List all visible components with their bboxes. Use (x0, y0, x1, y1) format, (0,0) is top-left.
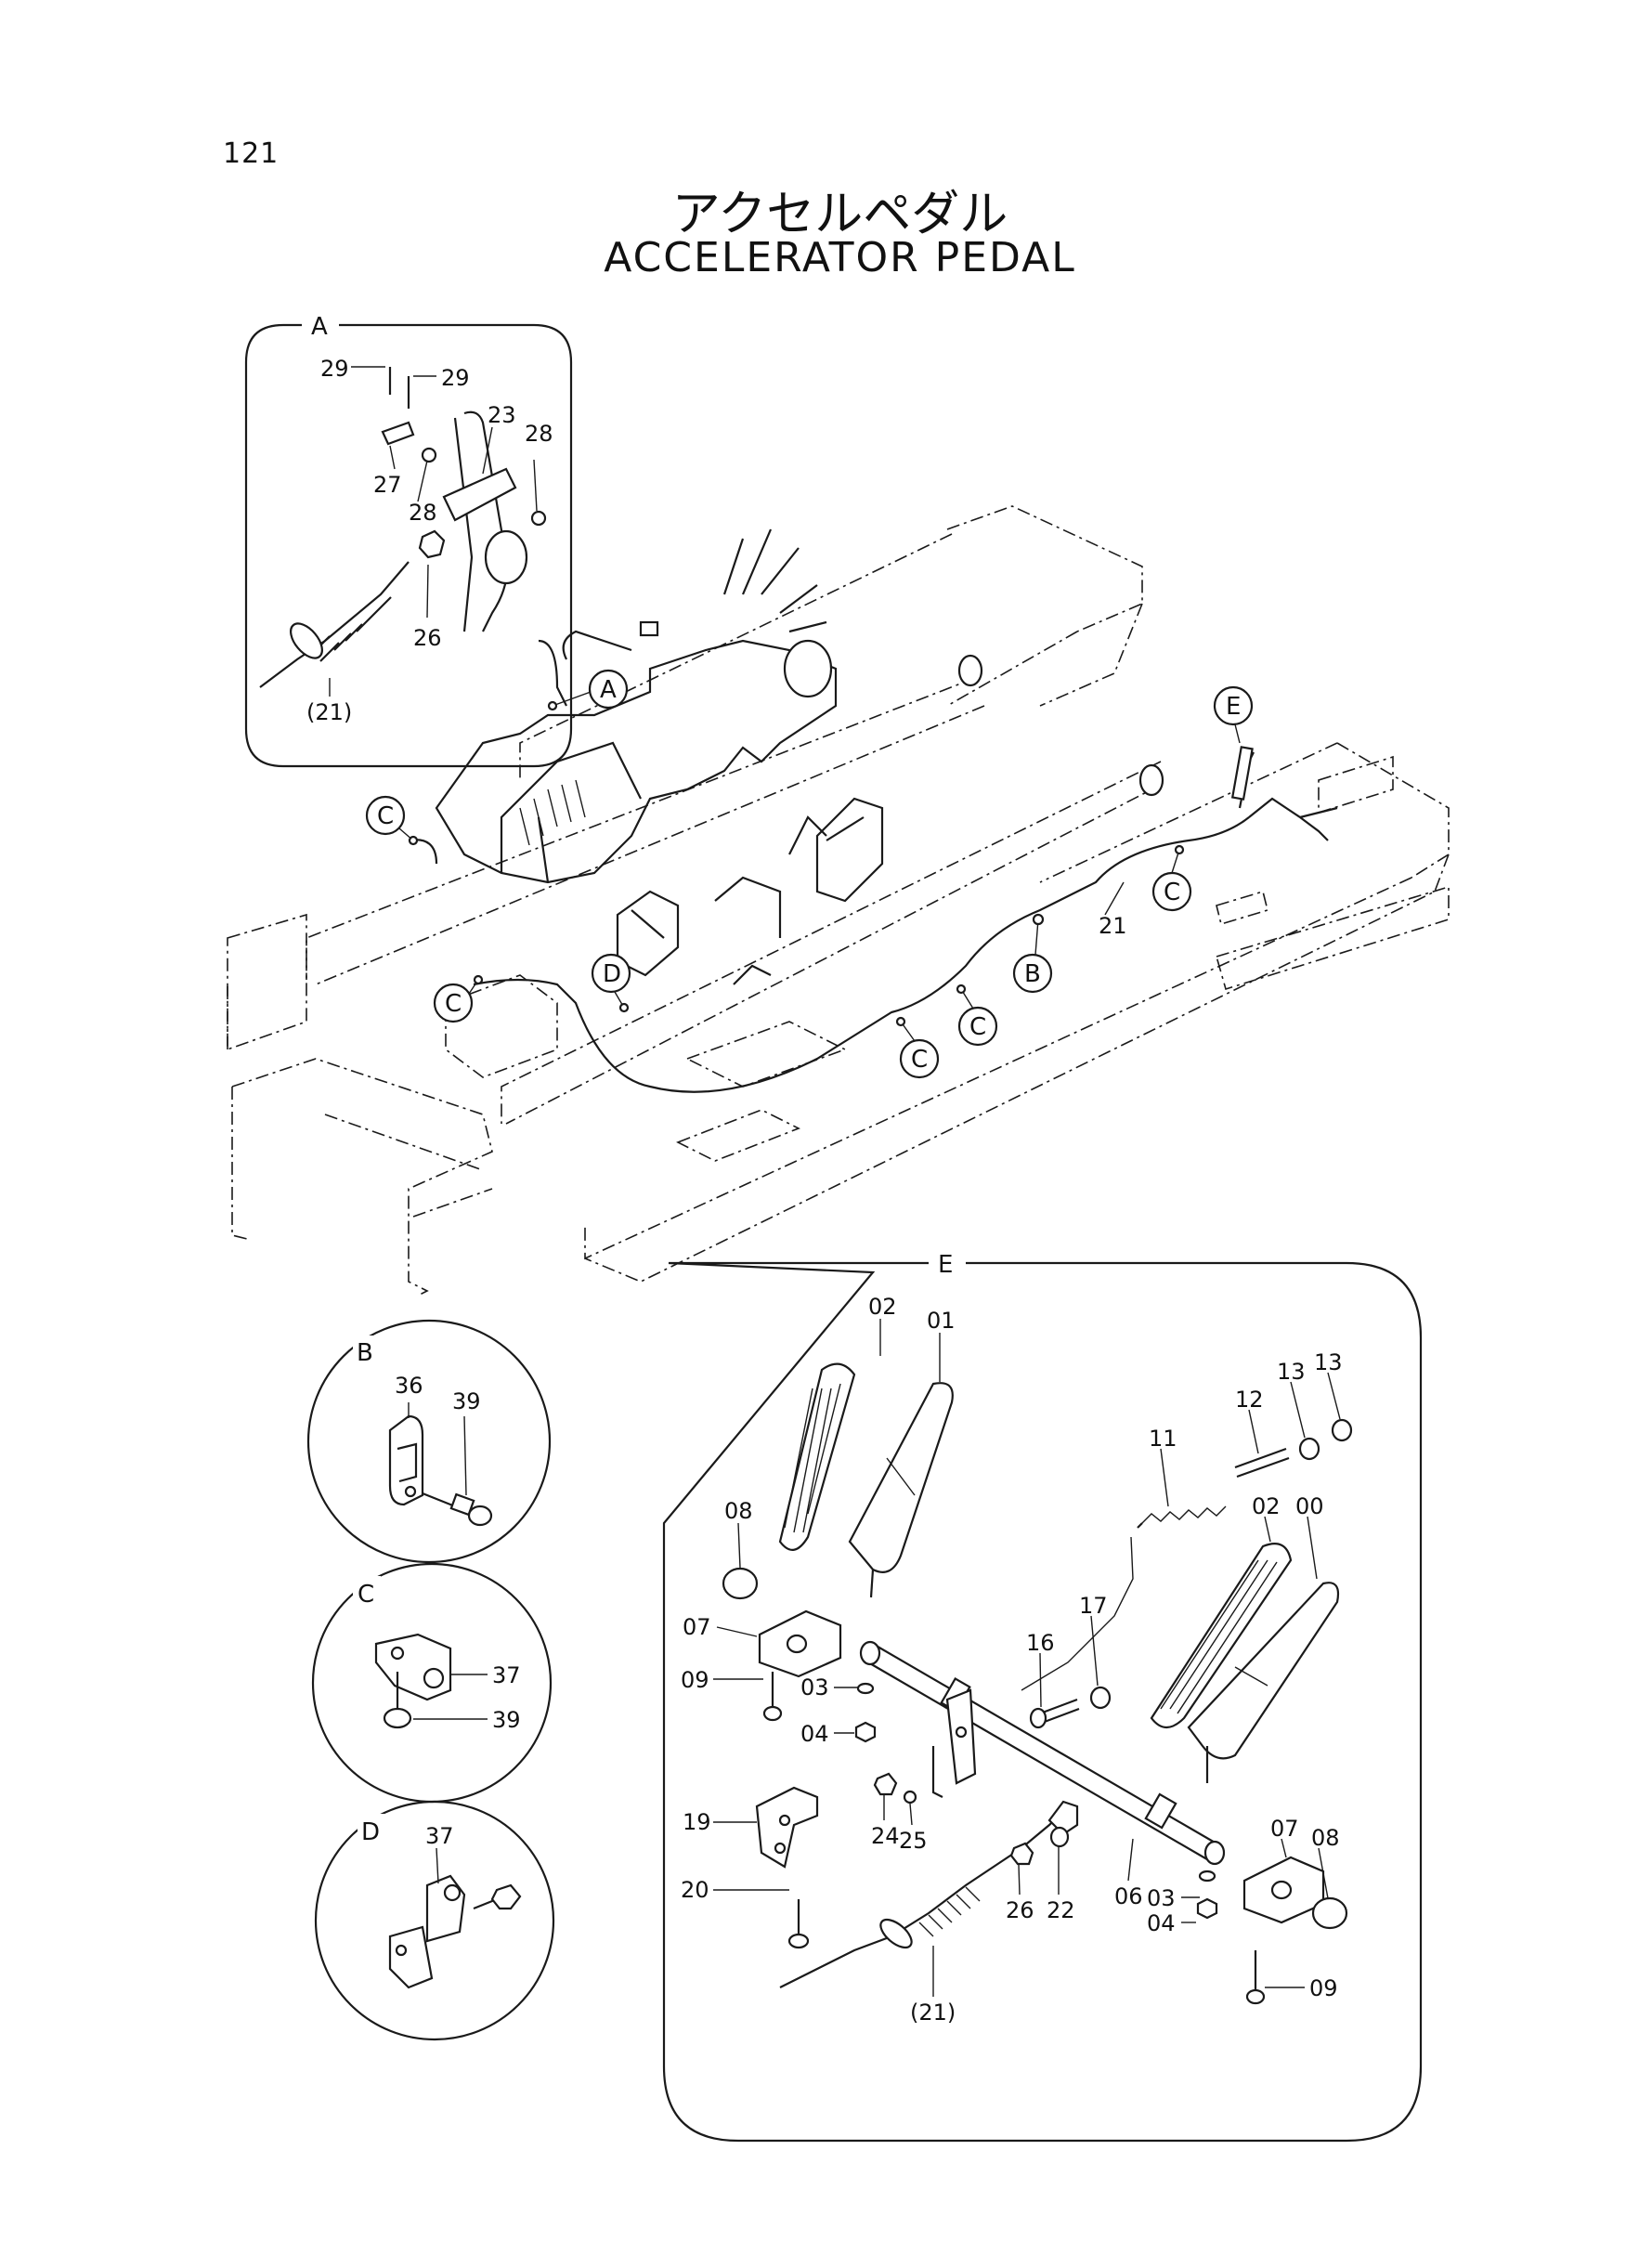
callout-e-02a: 02 (868, 1294, 897, 1320)
callout-e-04b: 04 (1147, 1910, 1176, 1936)
callout-e-20: 20 (681, 1877, 709, 1903)
ref-circle-c3: C (1151, 849, 1192, 912)
callout-b-36: 36 (395, 1373, 423, 1399)
ref-circle-a: A (552, 669, 629, 710)
callout-e-03a: 03 (800, 1674, 829, 1700)
callout-e-26: 26 (1006, 1897, 1034, 1923)
callout-e-24: 24 (871, 1823, 900, 1849)
main-callout-21: 21 (1099, 913, 1127, 939)
callout-e-02b: 02 (1252, 1493, 1281, 1519)
inset-b: B 36 39 (306, 1319, 552, 1564)
inset-e: E (662, 1249, 1423, 2143)
page-number: 121 (223, 137, 280, 170)
callout-e-16: 16 (1026, 1630, 1055, 1656)
ref-circle-e: E (1213, 685, 1254, 744)
svg-text:E: E (1226, 693, 1241, 721)
svg-text:C: C (377, 802, 394, 830)
svg-text:C: C (969, 1013, 986, 1041)
callout-e-07a: 07 (683, 1614, 711, 1640)
inset-d-label: D (361, 1818, 380, 1846)
callout-e-21: (21) (910, 2000, 956, 2026)
svg-text:B: B (1024, 960, 1041, 988)
callout-c-39: 39 (492, 1707, 521, 1733)
inset-c: C 37 39 (311, 1562, 553, 1804)
callout-e-25: 25 (899, 1828, 928, 1854)
callout-e-08b: 08 (1311, 1825, 1340, 1851)
callout-e-04a: 04 (800, 1721, 829, 1747)
callout-a-28a: 28 (525, 421, 553, 447)
svg-text:C: C (911, 1046, 928, 1074)
callout-c-37: 37 (492, 1662, 521, 1688)
ref-circle-c4: C (957, 988, 998, 1047)
callout-a-29b: 29 (441, 365, 470, 391)
callout-e-13a: 13 (1277, 1359, 1306, 1385)
callout-e-11: 11 (1149, 1426, 1177, 1452)
callout-e-09b: 09 (1309, 1975, 1338, 2001)
ref-circle-c5: C (899, 1021, 940, 1079)
ref-circle-b: B (1012, 919, 1053, 994)
callout-a-27: 27 (373, 472, 402, 498)
ref-circle-d: D (591, 953, 631, 1009)
callout-a-21: (21) (306, 699, 352, 725)
callout-e-03b: 03 (1147, 1885, 1176, 1911)
callout-e-12: 12 (1235, 1387, 1264, 1413)
page-title-english: ACCELERATOR PEDAL (604, 234, 1076, 281)
ref-circle-c2: C (433, 979, 479, 1023)
callout-e-19: 19 (683, 1809, 711, 1835)
callout-e-09a: 09 (681, 1667, 709, 1693)
inset-c-label: C (358, 1581, 374, 1609)
callout-b-39: 39 (452, 1388, 481, 1414)
inset-e-label: E (938, 1251, 953, 1279)
callout-a-23: 23 (488, 402, 516, 428)
callout-a-28b: 28 (409, 500, 437, 526)
callout-e-13b: 13 (1314, 1349, 1343, 1375)
inset-a-label: A (311, 313, 328, 341)
ref-circle-c1: C (365, 795, 414, 841)
callout-e-17: 17 (1079, 1593, 1108, 1619)
callout-e-07b: 07 (1270, 1816, 1299, 1842)
callout-e-01: 01 (927, 1308, 956, 1334)
callout-e-08a: 08 (724, 1498, 753, 1524)
callout-e-06: 06 (1114, 1883, 1143, 1909)
svg-text:C: C (445, 990, 462, 1018)
callout-a-26: 26 (413, 625, 442, 651)
callout-e-22: 22 (1047, 1897, 1075, 1923)
inset-d: D 37 (314, 1800, 555, 2041)
svg-text:D: D (603, 960, 621, 988)
svg-text:C: C (1164, 879, 1180, 906)
inset-a: A 29 29 23 28 27 28 26 (244, 312, 573, 768)
callout-e-00: 00 (1295, 1493, 1324, 1519)
callout-a-29a: 29 (320, 356, 349, 382)
svg-text:A: A (600, 676, 617, 704)
page-title-japanese: アクセルペダル (671, 187, 1008, 242)
main-frame-view: A C C D E C B (227, 505, 1450, 1296)
inset-b-label: B (357, 1339, 373, 1367)
callout-d-37: 37 (425, 1823, 454, 1849)
